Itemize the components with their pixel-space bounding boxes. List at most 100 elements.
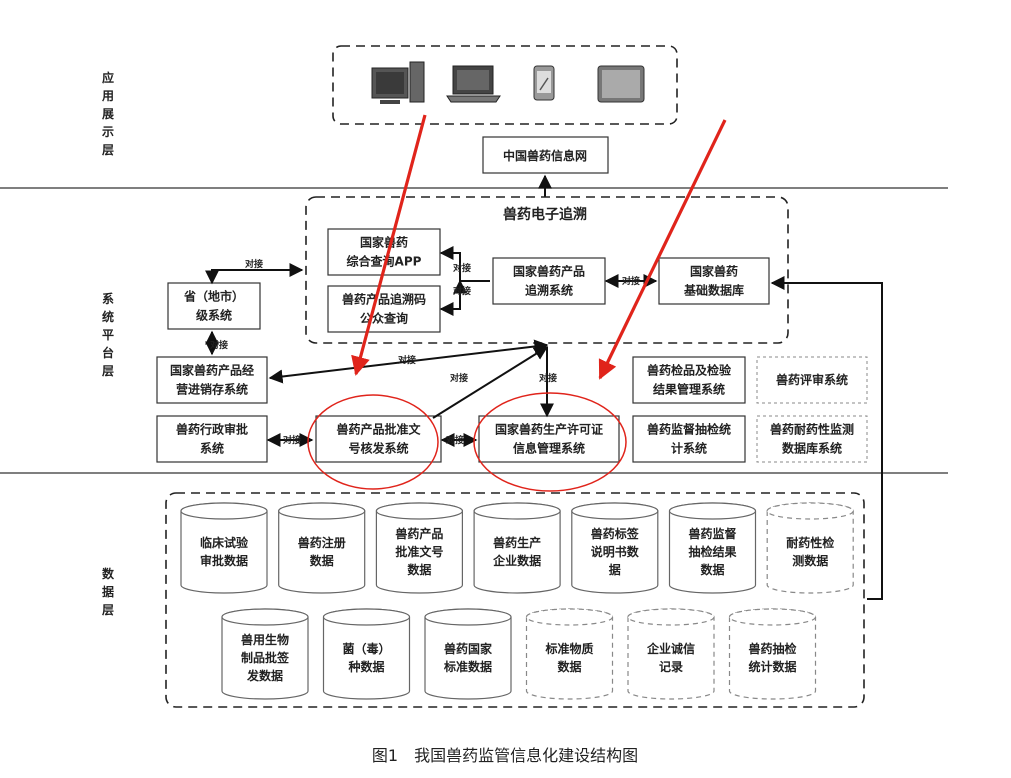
database-label: 抽检结果 (688, 544, 736, 559)
box-label: 计系统 (671, 441, 707, 456)
layer-label-char: 示 (101, 125, 114, 139)
database-label: 数据 (310, 553, 334, 568)
connector-label: 对接 (398, 354, 416, 366)
box-label: 兽药监督抽检统 (647, 422, 731, 437)
layer-label-char: 平 (102, 328, 114, 342)
database-label: 种数据 (347, 659, 384, 674)
database-label: 标准物质 (544, 641, 593, 656)
database-label: 兽药国家 (444, 641, 493, 656)
database-label: 审批数据 (200, 553, 248, 568)
database-label: 据 (609, 562, 621, 577)
layer-label-char: 层 (102, 364, 114, 378)
laptop-icon (446, 65, 501, 103)
box-label: 国家兽药生产许可证 (495, 422, 603, 437)
trace-group (305, 196, 789, 344)
connector-label: 对接 (210, 339, 228, 351)
database-label: 兽药抽检 (748, 641, 796, 656)
box-label: 兽药评审系统 (776, 372, 848, 387)
box-label: 级系统 (196, 308, 232, 323)
database-label: 统计数据 (748, 659, 796, 674)
connector-label: 对接 (453, 262, 471, 274)
layer-label-char: 据 (102, 584, 114, 599)
box-label: 兽药耐药性监测 (770, 422, 854, 437)
box-review: 兽药评审系统 (756, 356, 868, 404)
figure-caption: 图1 我国兽药监管信息化建设结构图 (372, 746, 638, 765)
database-label: 标准数据 (443, 659, 492, 674)
layer-label-char: 层 (102, 143, 114, 157)
database-label: 兽药监督 (688, 526, 736, 541)
box-province: 省（地市） 级系统 (167, 282, 261, 330)
tablet-icon (597, 65, 645, 103)
connector-label: 对接 (453, 285, 471, 297)
box-label: 兽药检品及检验 (647, 363, 732, 378)
box-label: 兽药产品批准文 (336, 422, 421, 437)
desktop-computer-icon (371, 61, 425, 104)
connector-label: 对接 (622, 275, 640, 287)
database-cylinder: 菌（毒） 种数据 (322, 608, 411, 700)
database-label: 兽药标签 (591, 526, 640, 541)
box-label: 基础数据库 (683, 283, 744, 298)
box-label: 国家兽药 (690, 264, 738, 279)
database-label: 记录 (659, 660, 683, 674)
data-group (165, 492, 865, 708)
connector-label: 对接 (245, 258, 263, 270)
devices-group (332, 45, 678, 125)
connectors (205, 246, 883, 600)
database-label: 测数据 (792, 553, 828, 568)
database-label: 发数据 (246, 668, 283, 683)
database-label: 批准文号 (395, 544, 443, 559)
database-label: 兽用生物 (241, 632, 289, 647)
box-label: 营进销存系统 (176, 382, 248, 397)
database-label: 说明书数 (591, 544, 640, 559)
database-label: 兽药生产 (493, 535, 541, 550)
phone-icon (533, 65, 555, 101)
box-label: 信息管理系统 (513, 441, 585, 456)
layer-label-char: 用 (101, 89, 114, 103)
box-label: 国家兽药产品 (513, 264, 585, 279)
box-label: 系统 (200, 441, 224, 456)
box-label: 号核发系统 (348, 441, 408, 456)
layer-label-char: 展 (102, 107, 114, 121)
database-label: 兽药注册 (298, 535, 346, 550)
box-label: 省（地市） (183, 289, 244, 304)
connector-label: 对接 (450, 372, 468, 384)
connector-label: 对接 (283, 434, 301, 446)
database-label: 数据 (700, 562, 724, 577)
box-label: 公众查询 (360, 311, 408, 326)
box-label: 兽药产品追溯码 (342, 292, 426, 307)
box-label: 兽药行政审批 (176, 422, 248, 437)
box-label: 综合查询APP (347, 254, 422, 269)
layer-label-char: 层 (102, 603, 114, 617)
database-label: 临床试验 (200, 535, 249, 550)
layer-label-char: 台 (102, 345, 114, 360)
database-label: 企业诚信 (646, 641, 695, 656)
database-label: 菌（毒） (342, 641, 390, 656)
database-label: 企业数据 (492, 553, 541, 568)
database-label: 耐药性检 (786, 535, 834, 550)
database-label: 数据 (407, 562, 431, 577)
